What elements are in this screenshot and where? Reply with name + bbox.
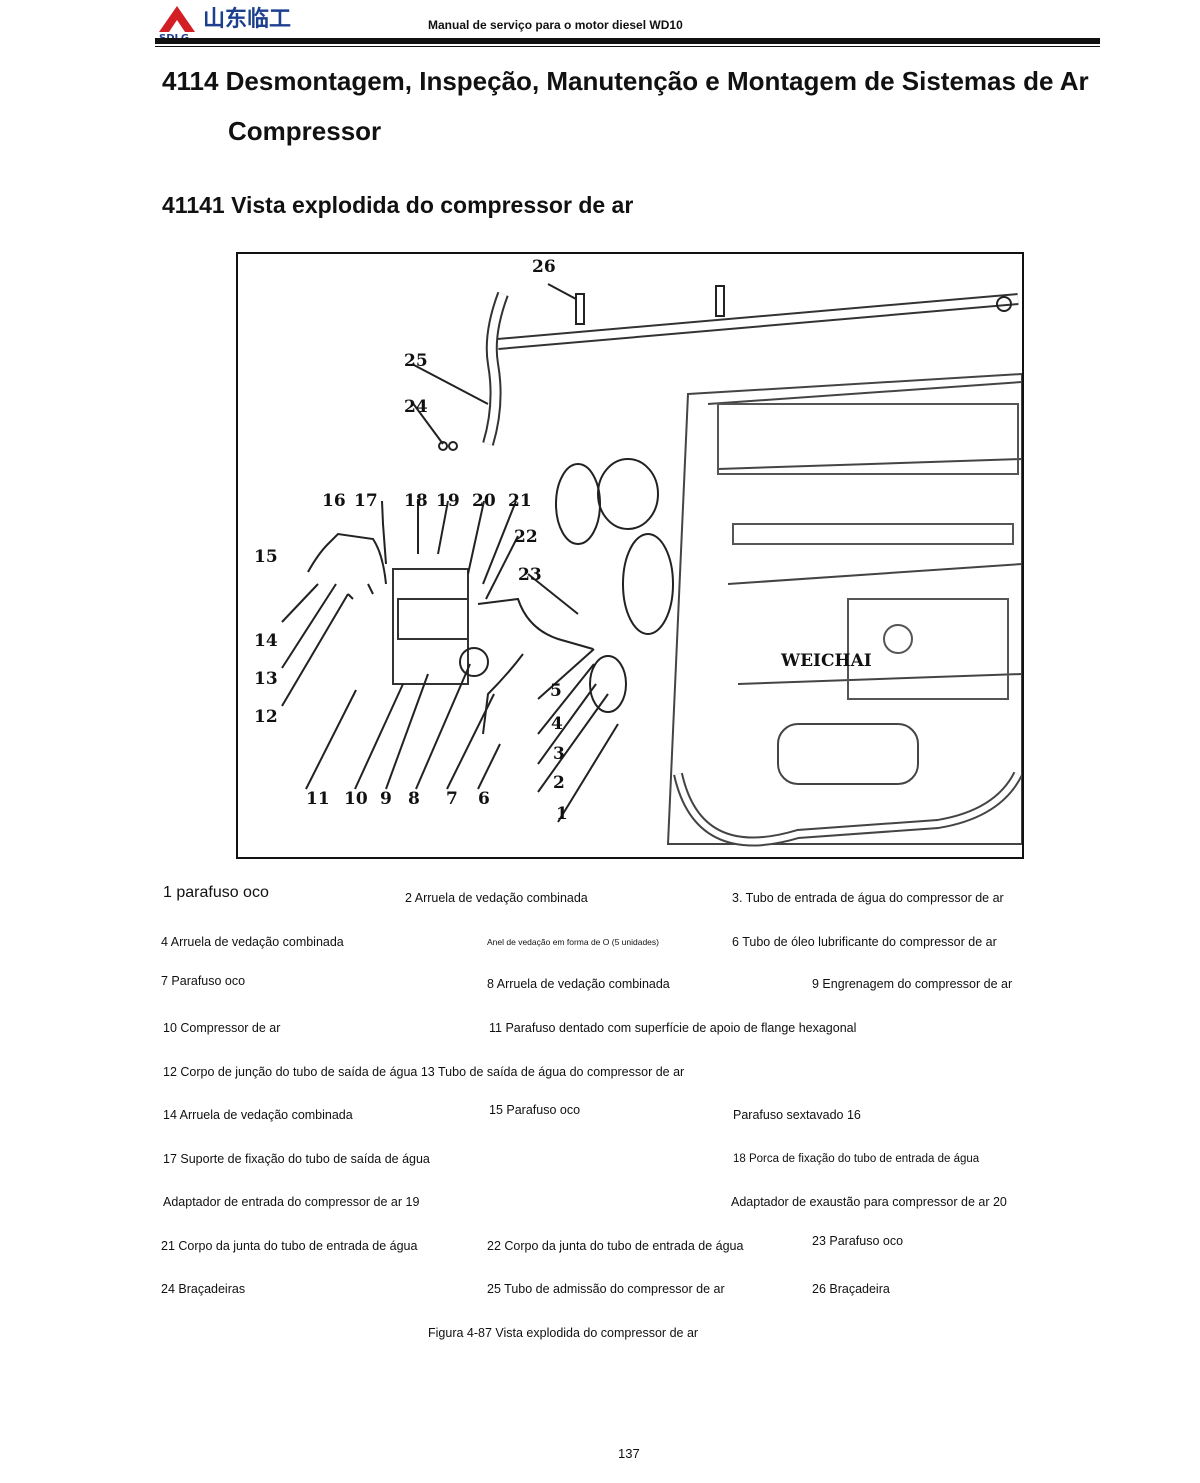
callout-9: 9 (380, 789, 392, 809)
section-title: 4114 Desmontagem, Inspeção, Manutenção e… (162, 66, 1089, 96)
legend-item: 15 Parafuso oco (489, 1103, 581, 1117)
callout-23: 23 (518, 565, 542, 585)
callout-21: 21 (508, 491, 532, 511)
callout-3: 3 (553, 744, 565, 764)
callout-18: 18 (404, 491, 428, 511)
callout-5: 5 (550, 681, 562, 701)
callout-12: 12 (254, 707, 278, 727)
legend-item: 21 Corpo da junta do tubo de entrada de … (161, 1239, 418, 1253)
legend-item: Anel de vedação em forma de O (5 unidade… (487, 937, 659, 947)
callout-4: 4 (551, 714, 563, 734)
legend-item: 6 Tubo de óleo lubrificante do compresso… (732, 935, 997, 949)
callout-7: 7 (446, 789, 458, 809)
legend-item: 4 Arruela de vedação combinada (161, 935, 344, 949)
callout-1: 1 (556, 804, 568, 824)
callout-15: 15 (254, 547, 278, 567)
legend-item: 18 Porca de fixação do tubo de entrada d… (733, 1153, 980, 1165)
legend-item: 11 Parafuso dentado com superfície de ap… (489, 1021, 857, 1035)
callout-14: 14 (254, 631, 278, 651)
callout-20: 20 (472, 491, 496, 511)
callout-24: 24 (404, 397, 428, 417)
callout-25: 25 (404, 351, 428, 371)
legend-item: 23 Parafuso oco (812, 1234, 904, 1248)
legend-item: 7 Parafuso oco (161, 974, 246, 988)
callout-26: 26 (532, 257, 556, 277)
legend-item: 17 Suporte de fixação do tubo de saída d… (163, 1152, 430, 1166)
callout-16: 16 (322, 491, 346, 511)
page-number: 137 (618, 1446, 640, 1461)
legend-item: 22 Corpo da junta do tubo de entrada de … (487, 1239, 744, 1253)
legend-item: 10 Compressor de ar (163, 1021, 281, 1035)
callout-22: 22 (514, 527, 538, 547)
legend-item: Parafuso sextavado 16 (733, 1108, 861, 1122)
legend-item: 3. Tubo de entrada de água do compressor… (732, 891, 1004, 905)
header-divider-thin (155, 46, 1100, 47)
callout-17: 17 (354, 491, 378, 511)
logo-text-en: SDLG (159, 33, 189, 42)
figure-caption: Figura 4-87 Vista explodida do compresso… (428, 1326, 699, 1340)
header-divider (155, 38, 1100, 44)
callout-13: 13 (254, 669, 278, 689)
callout-11: 11 (306, 789, 330, 809)
manual-title: Manual de serviço para o motor diesel WD… (428, 18, 683, 32)
callout-6: 6 (478, 789, 490, 809)
legend-item: 25 Tubo de admissão do compressor de ar (487, 1282, 725, 1296)
legend-item: Adaptador de entrada do compressor de ar… (163, 1195, 420, 1209)
engine-brand-label: WEICHAI (780, 651, 872, 671)
legend-item: Adaptador de exaustão para compressor de… (731, 1195, 1007, 1209)
legend-item: 2 Arruela de vedação combinada (405, 891, 588, 905)
legend-item: 1 parafuso oco (163, 884, 269, 901)
callout-19: 19 (436, 491, 460, 511)
logo-text-cn: 山东临工 (203, 6, 291, 32)
section-title-continued: Compressor (228, 116, 382, 146)
logo-triangle-icon (159, 6, 195, 32)
legend-item: 24 Braçadeiras (161, 1282, 246, 1296)
callout-2: 2 (553, 773, 565, 793)
sdlg-logo: 山东临工 SDLG (159, 6, 291, 42)
legend-item: 14 Arruela de vedação combinada (163, 1108, 353, 1122)
callout-10: 10 (344, 789, 368, 809)
subsection-title: 41141 Vista explodida do compressor de a… (162, 192, 634, 218)
legend-item: 12 Corpo de junção do tubo de saída de á… (163, 1065, 685, 1079)
legend-item: 9 Engrenagem do compressor de ar (812, 977, 1013, 991)
callout-8: 8 (408, 789, 420, 809)
legend-item: 8 Arruela de vedação combinada (487, 977, 670, 991)
legend-item: 26 Braçadeira (812, 1282, 890, 1296)
